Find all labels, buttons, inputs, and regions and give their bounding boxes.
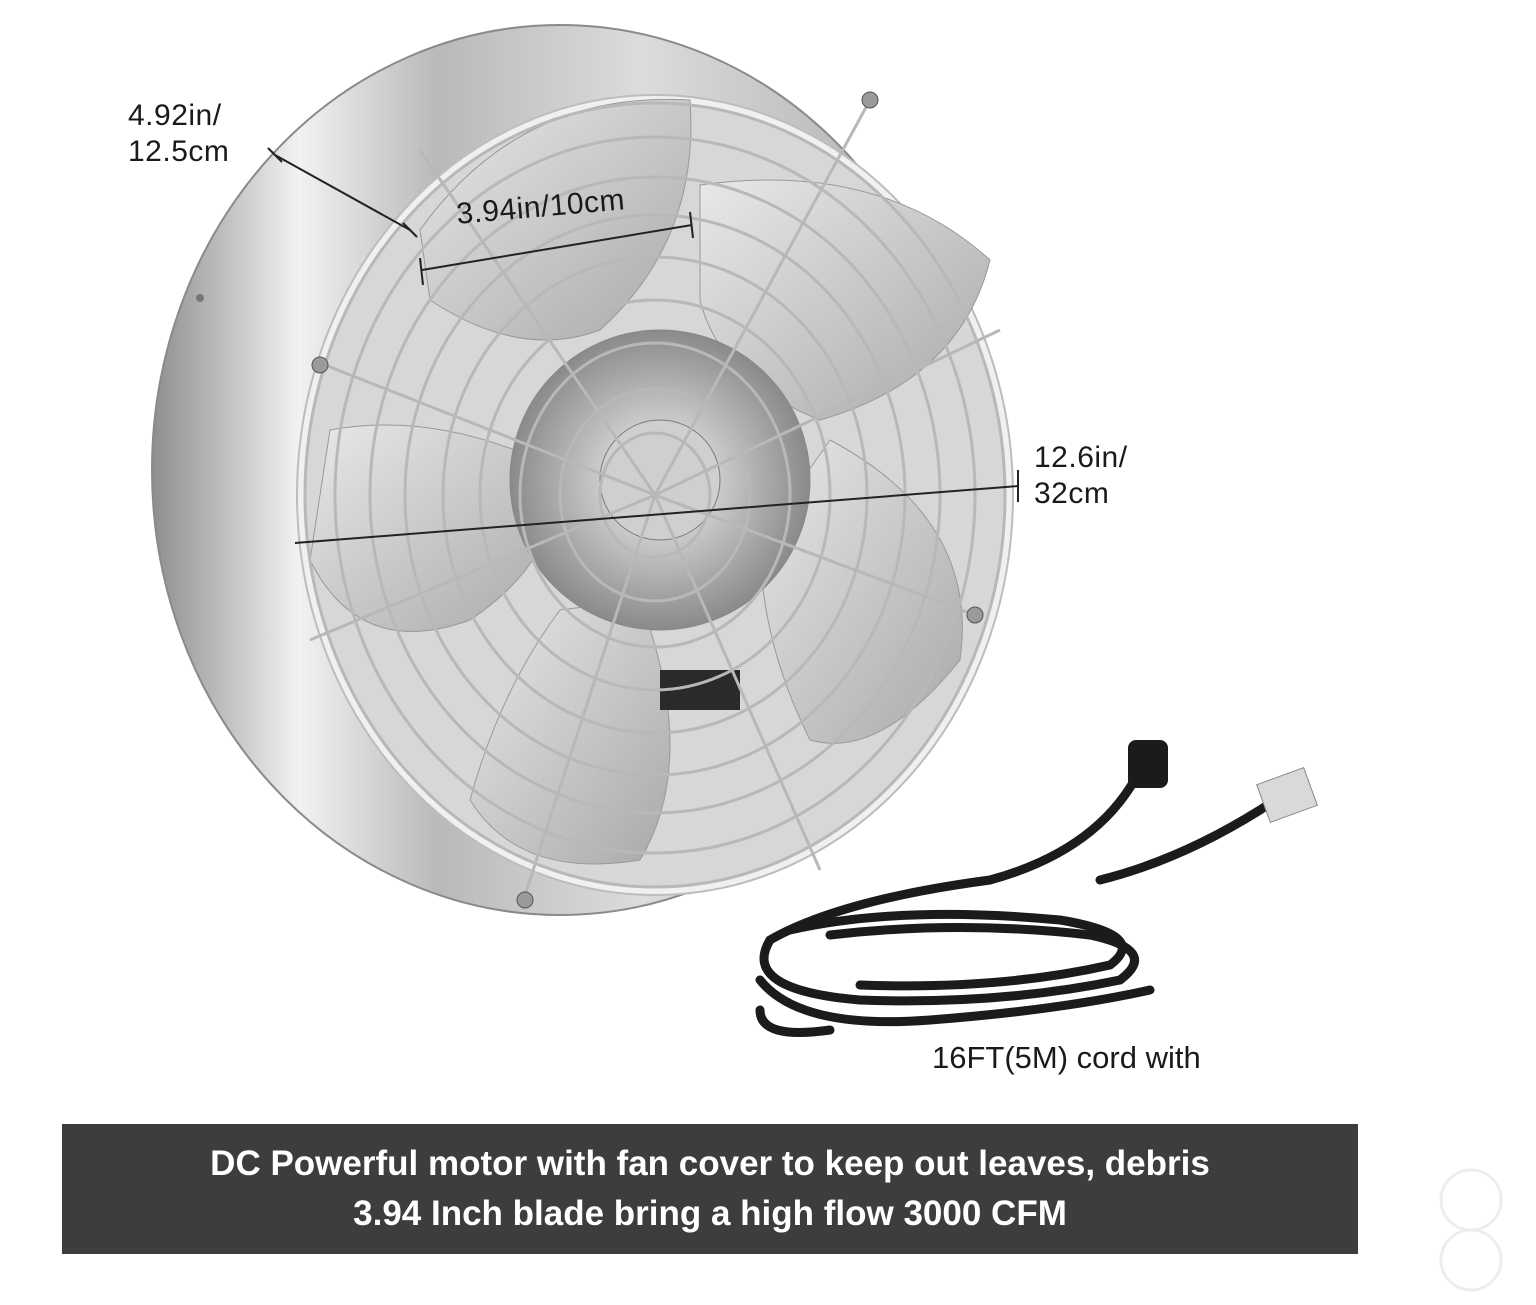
depth-dimension-label: 4.92in/ 12.5cm [128, 98, 229, 170]
banner-line-1: DC Powerful motor with fan cover to keep… [210, 1144, 1210, 1183]
depth-inch: 4.92in/ [128, 99, 222, 132]
depth-cm: 12.5cm [128, 135, 230, 168]
feature-banner: DC Powerful motor with fan cover to keep… [62, 1124, 1358, 1254]
cord-length-label: 16FT(5M) cord with [932, 1040, 1201, 1075]
diameter-inch: 12.6in/ [1034, 441, 1128, 474]
diameter-dimension-label: 12.6in/ 32cm [1034, 440, 1128, 512]
dimension-lines [267, 147, 1019, 544]
banner-line-2: 3.94 Inch blade bring a high flow 3000 C… [353, 1194, 1067, 1233]
watermark-logo [1439, 1168, 1503, 1292]
diameter-cm: 32cm [1034, 477, 1110, 510]
fan-blades [309, 98, 991, 865]
mount-clips [311, 91, 984, 909]
